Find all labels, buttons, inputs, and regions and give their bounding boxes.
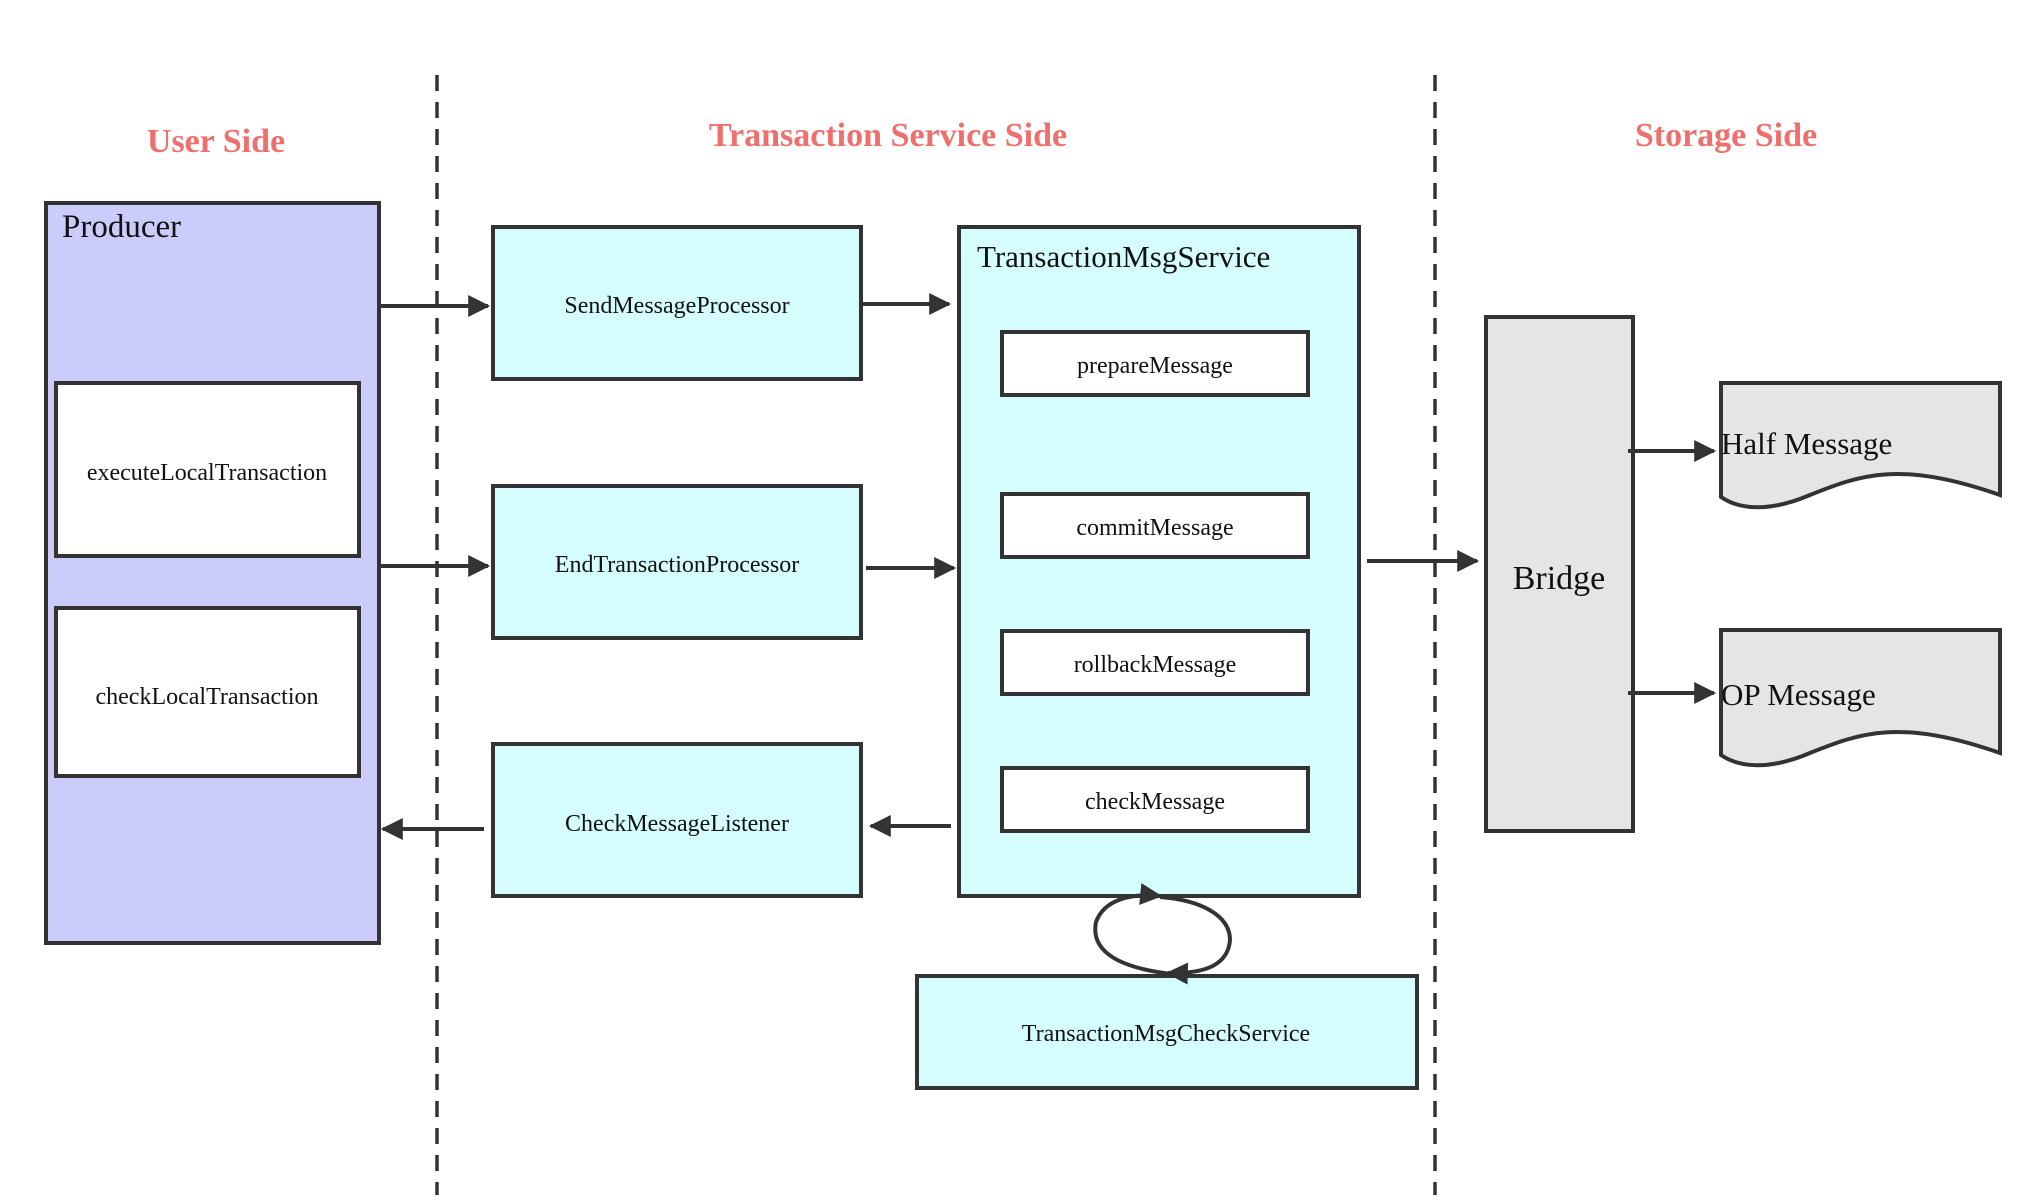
check-message-listener-label: CheckMessageListener (565, 811, 789, 837)
check-message-node: checkMessage (1000, 766, 1310, 833)
bridge-node: Bridge (1484, 315, 1635, 833)
rollback-message-node: rollbackMessage (1000, 629, 1310, 696)
transaction-msg-service-title: TransactionMsgService (977, 239, 1270, 274)
prepare-message-node: prepareMessage (1000, 330, 1310, 397)
check-local-transaction-node: checkLocalTransaction (54, 606, 361, 778)
execute-local-transaction-node: executeLocalTransaction (54, 381, 361, 558)
check-message-listener-node: CheckMessageListener (491, 742, 863, 898)
op-message-label: OP Message (1721, 677, 1876, 712)
rollback-message-label: rollbackMessage (1074, 652, 1237, 678)
half-message-label: Half Message (1721, 426, 1892, 461)
service-side-title: Transaction Service Side (709, 117, 1067, 154)
check-local-transaction-label: checkLocalTransaction (95, 684, 318, 710)
send-message-processor-label: SendMessageProcessor (564, 293, 789, 319)
send-message-processor-node: SendMessageProcessor (491, 225, 863, 381)
transaction-msg-service-node: TransactionMsgService prepareMessage com… (957, 225, 1361, 898)
prepare-message-label: prepareMessage (1077, 353, 1233, 379)
transaction-msg-check-service-node: TransactionMsgCheckService (915, 974, 1419, 1090)
check-message-label: checkMessage (1085, 789, 1225, 815)
producer-title: Producer (62, 209, 181, 245)
op-message-node: OP Message (1719, 628, 2002, 768)
edge-loop-msg-service-to-check-service (1159, 895, 1233, 985)
transaction-msg-check-service-label: TransactionMsgCheckService (1022, 1021, 1310, 1047)
half-message-node: Half Message (1719, 381, 2002, 510)
user-side-title: User Side (147, 123, 285, 160)
end-transaction-processor-node: EndTransactionProcessor (491, 484, 863, 640)
producer-node: Producer executeLocalTransaction checkLo… (44, 201, 381, 945)
end-transaction-processor-label: EndTransactionProcessor (555, 552, 799, 578)
commit-message-node: commitMessage (1000, 492, 1310, 559)
bridge-label: Bridge (1513, 560, 1606, 597)
storage-side-title: Storage Side (1635, 117, 1817, 154)
commit-message-label: commitMessage (1076, 515, 1233, 541)
edge-loop-check-service-to-msg-service (1093, 883, 1173, 976)
execute-local-transaction-label: executeLocalTransaction (87, 460, 327, 486)
